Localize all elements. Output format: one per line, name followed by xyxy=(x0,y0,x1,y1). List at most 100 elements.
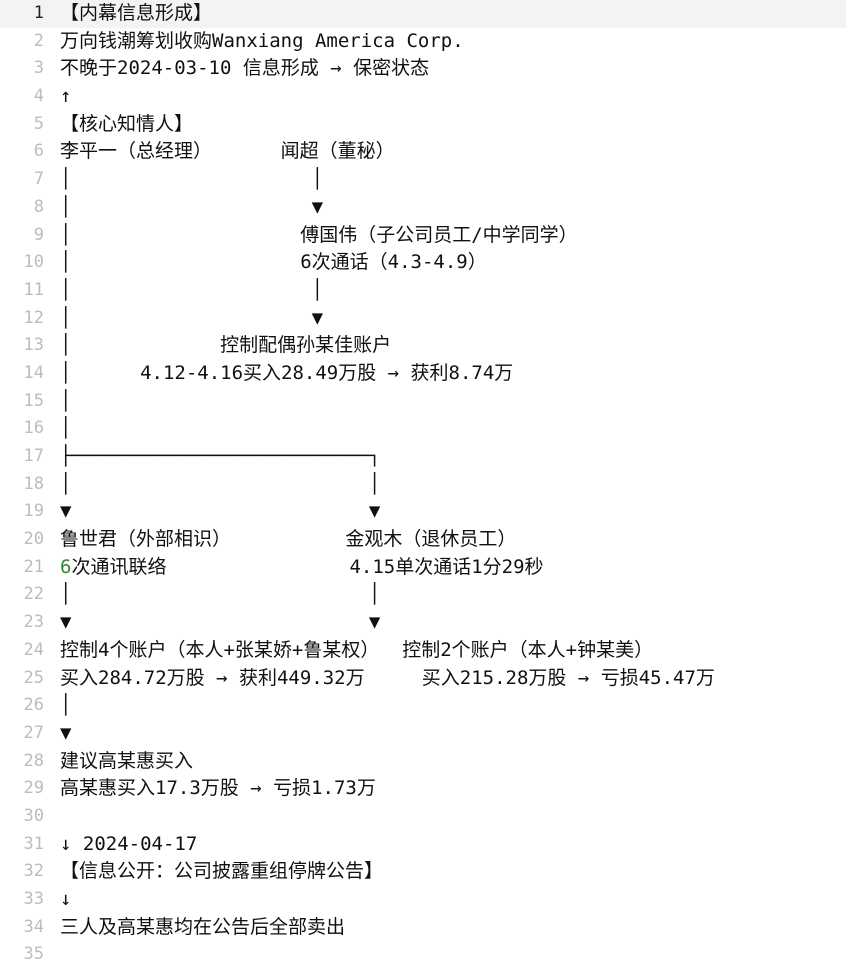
editor-line[interactable]: 31 ↓ 2024-04-17 xyxy=(0,831,846,859)
number-token: 6 xyxy=(60,555,72,578)
editor-line[interactable]: 18 │ │ xyxy=(0,471,846,499)
editor-line[interactable]: 11 │ │ xyxy=(0,277,846,305)
line-content: ↑ xyxy=(60,85,72,108)
line-number: 16 xyxy=(23,418,44,439)
line-content: 鲁世君（外部相识） 金观木（退休员工） xyxy=(60,528,517,551)
line-number: 9 xyxy=(33,224,44,245)
editor-line[interactable]: 6 李平一（总经理） 闻超（董秘） xyxy=(0,138,846,166)
line-content: ↓ xyxy=(60,888,72,910)
line-content: │ 4.12-4.16买入28.49万股 → 获利8.74万 xyxy=(60,361,514,384)
editor-line[interactable]: 4↑ xyxy=(0,83,846,111)
line-content: │ 傅国伟（子公司员工/中学同学） xyxy=(60,223,578,246)
line-number: 7 xyxy=(33,169,44,190)
line-number: 17 xyxy=(23,446,44,466)
line-content: 【核心知情人】 xyxy=(60,112,194,135)
line-content: 【信息公开：公司披露重组停牌公告】 xyxy=(60,860,384,883)
line-number: 3 xyxy=(33,58,44,79)
line-number: 27 xyxy=(23,722,44,743)
line-content: │ │ xyxy=(60,278,324,301)
line-content: ├──────────────────────────┐ xyxy=(60,445,381,467)
line-content: │ │ xyxy=(60,472,381,495)
line-number: 4 xyxy=(33,86,44,107)
line-number: 5 xyxy=(33,113,44,134)
line-number: 13 xyxy=(23,335,44,356)
line-number: 2 xyxy=(33,30,44,51)
editor-line[interactable]: 34 三人及高某惠均在公告后全部卖出 xyxy=(0,914,846,942)
line-content: ▼ ▼ xyxy=(60,611,381,634)
editor-line[interactable]: 12 │ ▼ xyxy=(0,305,846,333)
editor-line[interactable]: 10│ 6次通话（4.3-4.9） xyxy=(0,249,846,277)
editor-line[interactable]: 3 不晚于2024-03-10 信息形成 → 保密状态 xyxy=(0,55,846,83)
line-number: 19 xyxy=(23,501,44,522)
line-number: 31 xyxy=(23,833,44,854)
editor-line[interactable]: 19▼ ▼ xyxy=(0,498,846,526)
editor-line[interactable]: 14│ 4.12-4.16买入28.49万股 → 获利8.74万 xyxy=(0,360,846,388)
line-number: 35 xyxy=(23,944,44,965)
line-number: 15 xyxy=(23,390,44,411)
line-number: 25 xyxy=(23,667,44,688)
line-number: 22 xyxy=(23,584,44,605)
editor-line[interactable]: 8 │ ▼ xyxy=(0,194,846,222)
line-content: 6次通讯联络 4.15单次通话1分29秒 xyxy=(60,554,544,582)
editor-line[interactable]: 35 xyxy=(0,941,846,969)
text-token: 次通讯联络 4.15单次通话1分29秒 xyxy=(71,555,544,578)
line-content: ▼ xyxy=(60,721,72,744)
editor-line[interactable]: 29 高某惠买入17.3万股 → 亏损1.73万 xyxy=(0,775,846,803)
editor-line[interactable]: 9 │ 傅国伟（子公司员工/中学同学） xyxy=(0,222,846,250)
editor-line[interactable]: 28 建议高某惠买入 xyxy=(0,748,846,776)
editor-line[interactable]: 7 │ │ xyxy=(0,166,846,194)
line-number: 28 xyxy=(23,750,44,771)
editor-line[interactable]: 17 ├──────────────────────────┐ xyxy=(0,443,846,471)
line-content: │ xyxy=(60,417,72,440)
line-content: 控制4个账户（本人+张某娇+鲁某权） 控制2个账户（本人+钟某美） xyxy=(60,638,654,661)
line-number: 24 xyxy=(23,639,44,660)
line-content: │ 控制配偶孙某佳账户 xyxy=(60,334,392,357)
line-number: 8 xyxy=(33,196,44,217)
line-content: 【内幕信息形成】 xyxy=(60,2,213,24)
line-number: 6 xyxy=(33,141,44,162)
editor-line[interactable]: 16 │ xyxy=(0,415,846,443)
line-content: 李平一（总经理） 闻超（董秘） xyxy=(60,140,395,163)
line-number: 32 xyxy=(23,861,44,882)
line-content: │ │ xyxy=(60,168,324,191)
editor-line[interactable]: 30 xyxy=(0,803,846,831)
editor-line[interactable]: 5 【核心知情人】 xyxy=(0,111,846,139)
line-content: │ ▼ xyxy=(60,195,324,218)
editor-line[interactable]: 21 6次通讯联络 4.15单次通话1分29秒 xyxy=(0,554,846,582)
line-content: │ ▼ xyxy=(60,306,324,329)
line-number: 21 xyxy=(23,556,44,577)
line-number: 30 xyxy=(23,805,44,826)
editor-line[interactable]: 27 ▼ xyxy=(0,720,846,748)
editor-line[interactable]: 13 │ 控制配偶孙某佳账户 xyxy=(0,332,846,360)
line-number: 29 xyxy=(23,778,44,799)
line-content: 不晚于2024-03-10 信息形成 → 保密状态 xyxy=(60,57,430,80)
editor-line[interactable]: 33 ↓ xyxy=(0,886,846,914)
editor-line[interactable]: 15 │ xyxy=(0,388,846,416)
line-content: 建议高某惠买入 xyxy=(60,749,194,772)
editor-line[interactable]: 20 鲁世君（外部相识） 金观木（退休员工） xyxy=(0,526,846,554)
editor-line[interactable]: 22 │ │ xyxy=(0,581,846,609)
editor-line[interactable]: 23 ▼ ▼ xyxy=(0,609,846,637)
line-number: 10 xyxy=(23,252,44,273)
line-content: │ │ xyxy=(60,583,381,606)
editor-line[interactable]: 2 万向钱潮筹划收购Wanxiang America Corp. xyxy=(0,28,846,56)
line-content: │ xyxy=(60,389,72,412)
editor-line[interactable]: 1【内幕信息形成】 xyxy=(0,0,846,28)
line-number: 20 xyxy=(23,529,44,550)
editor-line[interactable]: 26│ xyxy=(0,692,846,720)
line-number: 33 xyxy=(23,889,44,909)
line-content: 高某惠买入17.3万股 → 亏损1.73万 xyxy=(60,777,376,800)
editor-line[interactable]: 24 控制4个账户（本人+张某娇+鲁某权） 控制2个账户（本人+钟某美） xyxy=(0,637,846,665)
line-content: ↓ 2024-04-17 xyxy=(60,832,198,855)
line-content: 万向钱潮筹划收购Wanxiang America Corp. xyxy=(60,29,464,52)
line-number: 11 xyxy=(23,279,44,300)
line-content: │ xyxy=(60,694,72,717)
line-content: 三人及高某惠均在公告后全部卖出 xyxy=(60,915,346,938)
line-number: 34 xyxy=(23,916,44,937)
line-number: 23 xyxy=(23,612,44,633)
editor-line[interactable]: 32 【信息公开：公司披露重组停牌公告】 xyxy=(0,858,846,886)
line-number: 12 xyxy=(23,307,44,328)
line-number: 18 xyxy=(23,473,44,494)
